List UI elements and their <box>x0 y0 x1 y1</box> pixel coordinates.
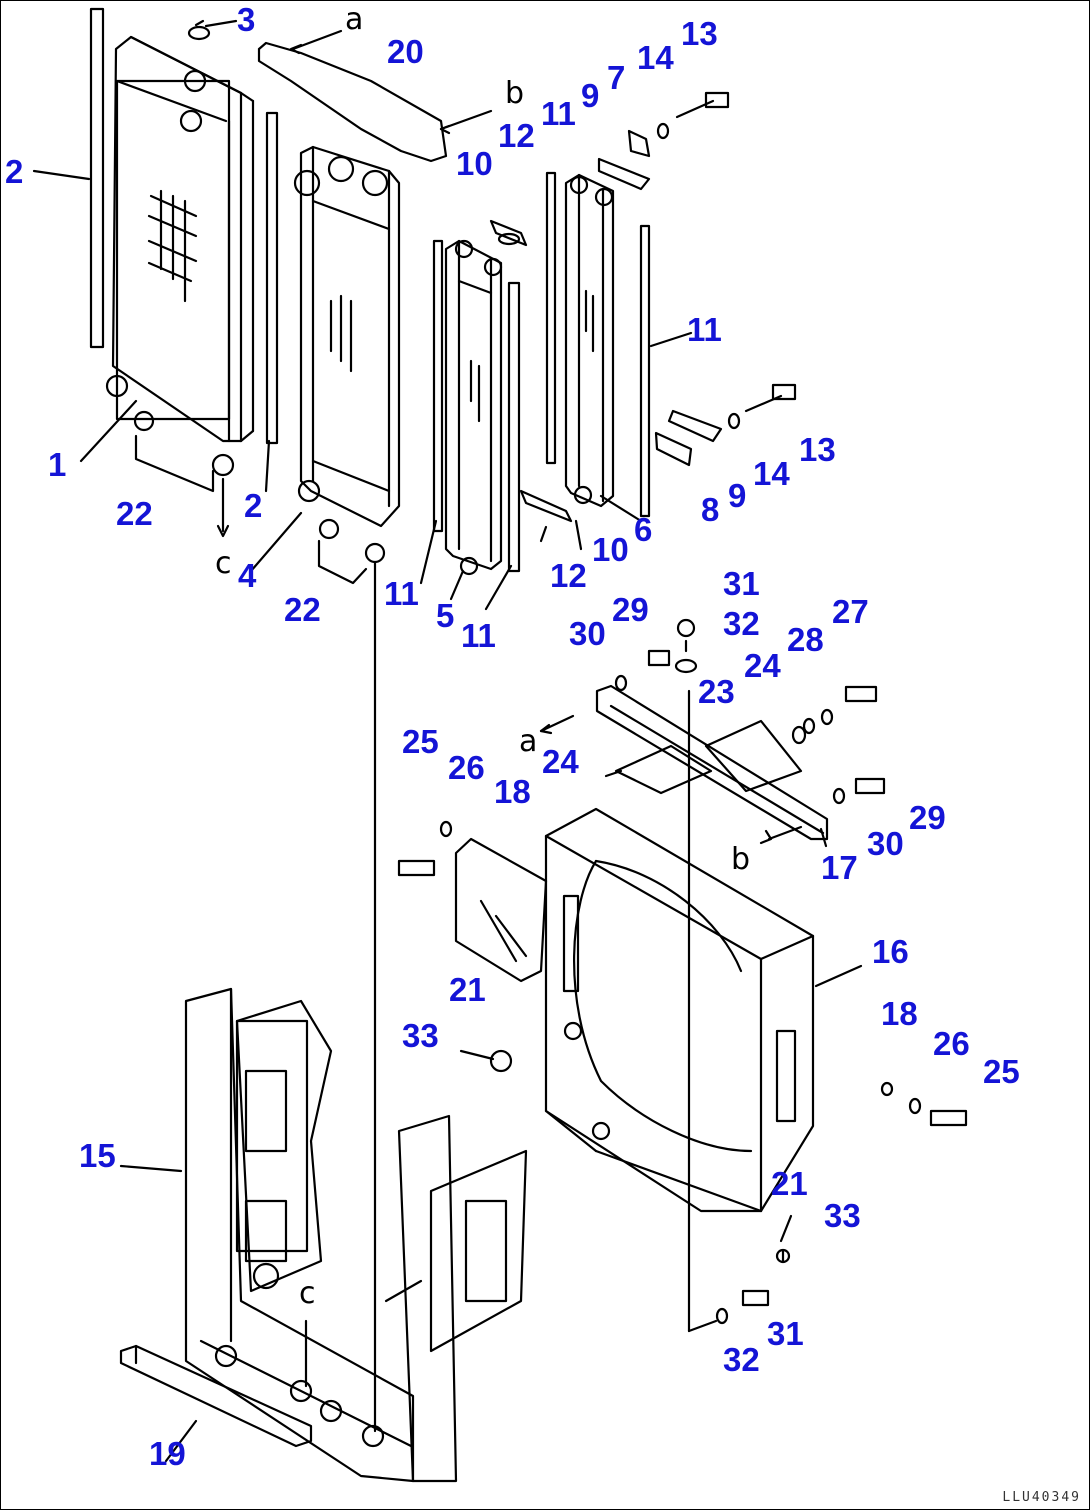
callout-8: 8 <box>701 491 720 528</box>
callout-12: 12 <box>498 117 535 154</box>
drawing-code: LLU40349 <box>1002 1490 1081 1505</box>
bracket-top <box>257 29 493 163</box>
ref-letter-b-top: b <box>505 76 525 111</box>
hoses <box>133 410 386 1433</box>
seal-strips <box>432 171 651 573</box>
callout-28: 28 <box>787 621 824 658</box>
callout-19: 19 <box>149 1435 186 1472</box>
callout-10: 10 <box>456 145 493 182</box>
fan-shroud <box>544 807 815 1213</box>
callout-15: 15 <box>79 1137 116 1174</box>
callout-11-right: 11 <box>687 311 722 348</box>
callout-26-left: 26 <box>448 749 485 786</box>
callout-23: 23 <box>698 673 735 710</box>
callout-5: 5 <box>436 597 455 634</box>
callout-24-upper: 24 <box>744 647 781 684</box>
callout-24-lower: 24 <box>542 743 579 780</box>
clamps-and-bolts-upper <box>597 91 797 467</box>
callout-18-left: 18 <box>494 773 531 810</box>
callout-27: 27 <box>832 593 869 630</box>
bracket-17 <box>539 684 829 845</box>
ref-letter-a-bracket: a <box>519 724 538 759</box>
ref-letter-a-top: a <box>345 2 364 37</box>
frame-15 <box>184 987 415 1483</box>
callout-14-lower: 14 <box>753 455 790 492</box>
callout-20: 20 <box>387 33 424 70</box>
callout-9: 9 <box>581 77 600 114</box>
callout-3: 3 <box>237 1 256 38</box>
callout-22-left: 22 <box>116 495 153 532</box>
callout-26-right: 26 <box>933 1025 970 1062</box>
callout-16: 16 <box>872 933 909 970</box>
ref-letter-b-bracket: b <box>731 842 751 877</box>
callout-1: 1 <box>48 446 67 483</box>
callout-11: 11 <box>541 95 576 132</box>
callout-17: 17 <box>821 849 858 886</box>
callout-31-upper: 31 <box>723 565 760 602</box>
callout-11-lower-b: 11 <box>461 617 496 654</box>
callout-9-lower: 9 <box>728 477 747 514</box>
callout-30-lower: 30 <box>867 825 904 862</box>
radiator <box>105 35 255 443</box>
callout-31-lower: 31 <box>767 1315 804 1352</box>
callout-4: 4 <box>238 557 257 594</box>
side-plate-18 <box>454 837 548 983</box>
cooler-6 <box>564 173 615 508</box>
callout-21-left: 21 <box>449 971 486 1008</box>
callout-13-lower: 13 <box>799 431 836 468</box>
callout-2-left: 2 <box>5 153 24 190</box>
callout-12-lower: 12 <box>550 557 587 594</box>
callout-7: 7 <box>607 59 626 96</box>
callout-33-right: 33 <box>824 1197 861 1234</box>
callout-22-mid: 22 <box>284 591 321 628</box>
callout-29-lower: 29 <box>909 799 946 836</box>
callout-21-right: 21 <box>771 1165 808 1202</box>
callout-10-lower: 10 <box>592 531 629 568</box>
cooler-5 <box>444 239 503 576</box>
ref-letter-c-frame: c <box>299 1276 316 1311</box>
bolts-lower <box>397 618 968 1325</box>
leader-lines <box>32 19 863 1463</box>
callout-13: 13 <box>681 15 718 52</box>
callout-29-upper: 29 <box>612 591 649 628</box>
callout-14: 14 <box>637 39 674 76</box>
ref-letter-c-left: c <box>215 546 232 581</box>
callout-25-right: 25 <box>983 1053 1020 1090</box>
pads <box>489 219 573 543</box>
frame-right-post <box>384 1114 528 1483</box>
seal-strip-left <box>89 7 279 445</box>
callout-32-upper: 32 <box>723 605 760 642</box>
seal-19 <box>119 1344 313 1448</box>
oil-cooler <box>293 145 401 528</box>
callout-30-upper: 30 <box>569 615 606 652</box>
callout-6: 6 <box>634 511 653 548</box>
callout-2-mid: 2 <box>244 487 263 524</box>
callout-25-left: 25 <box>402 723 439 760</box>
callout-18-right: 18 <box>881 995 918 1032</box>
radiator-cap <box>187 19 211 41</box>
callout-11-lower-a: 11 <box>384 575 419 612</box>
callout-32-lower: 32 <box>723 1341 760 1378</box>
callout-33-left: 33 <box>402 1017 439 1054</box>
